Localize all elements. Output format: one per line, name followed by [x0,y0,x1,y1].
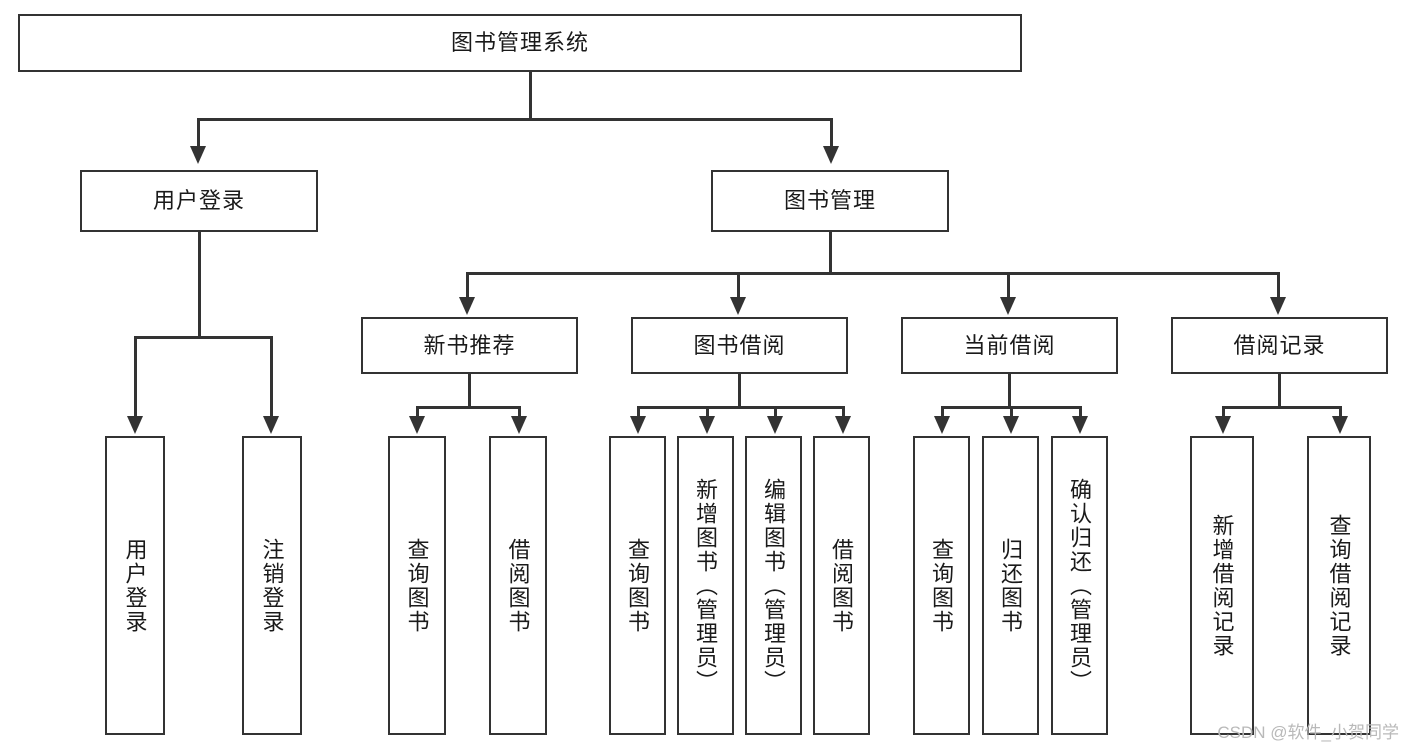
connector-br-to-leaf-2 [1339,406,1342,418]
node-leaf-user-login-label: 用户登录 [122,537,148,634]
connector-user-login-to-leaf-2 [270,336,273,418]
node-leaf-logout[interactable]: 注销登录 [242,436,302,735]
node-leaf-user-login[interactable]: 用户登录 [105,436,165,735]
arrow-cb-to-leaf-3 [1072,416,1088,434]
arrow-bb-to-leaf-1 [630,416,646,434]
connector-user-login-stem [198,232,201,338]
connector-current-borrow-stem [1008,374,1011,408]
connector-book-borrow-stem [738,374,741,408]
node-leaf-query-book-2[interactable]: 查询图书 [609,436,666,735]
arrow-bm-to-borrow-record [1270,297,1286,315]
connector-bm-to-borrow-record [1277,272,1280,300]
node-leaf-query-book-2-label: 查询图书 [625,537,651,634]
node-leaf-return-book-label: 归还图书 [998,537,1024,634]
connector-new-book-to-leaf-1 [416,406,419,418]
node-leaf-add-book[interactable]: 新增图书（管理员） [677,436,734,735]
connector-bb-to-leaf-1 [637,406,640,418]
node-leaf-add-record-label: 新增借阅记录 [1209,513,1235,658]
node-new-book-recommend[interactable]: 新书推荐 [361,317,578,374]
arrow-user-login-to-leaf-1 [127,416,143,434]
connector-new-book-to-leaf-2 [518,406,521,418]
node-leaf-borrow-book-2[interactable]: 借阅图书 [813,436,870,735]
connector-new-book-stem [468,374,471,408]
connector-root-stem [529,72,532,120]
arrow-cb-to-leaf-2 [1003,416,1019,434]
node-borrow-record[interactable]: 借阅记录 [1171,317,1388,374]
node-new-book-recommend-label: 新书推荐 [423,332,516,358]
connector-bm-to-new-book [466,272,469,300]
arrow-cb-to-leaf-1 [934,416,950,434]
connector-br-to-leaf-1 [1222,406,1225,418]
node-leaf-borrow-book-2-label: 借阅图书 [829,537,855,634]
node-leaf-query-book-3-label: 查询图书 [929,537,955,634]
connector-book-management-bus [466,272,1279,275]
connector-cb-to-leaf-2 [1010,406,1013,418]
node-leaf-confirm-return-label: 确认归还（管理员） [1067,477,1093,694]
arrow-root-to-user-login [190,146,206,164]
node-leaf-query-record-label: 查询借阅记录 [1326,513,1352,658]
connector-borrow-record-stem [1278,374,1281,408]
node-leaf-edit-book-label: 编辑图书（管理员） [761,477,787,694]
connector-borrow-record-bus [1222,406,1342,409]
connector-bm-to-current-borrow [1007,272,1010,300]
arrow-user-login-to-leaf-2 [263,416,279,434]
arrow-bm-to-new-book [459,297,475,315]
connector-cb-to-leaf-3 [1079,406,1082,418]
node-leaf-logout-label: 注销登录 [259,537,285,634]
connector-bb-to-leaf-2 [706,406,709,418]
node-leaf-query-book-3[interactable]: 查询图书 [913,436,970,735]
arrow-br-to-leaf-1 [1215,416,1231,434]
connector-bb-to-leaf-3 [774,406,777,418]
node-leaf-add-record[interactable]: 新增借阅记录 [1190,436,1254,735]
node-leaf-return-book[interactable]: 归还图书 [982,436,1039,735]
arrow-new-book-to-leaf-1 [409,416,425,434]
node-leaf-add-book-label: 新增图书（管理员） [693,477,719,694]
connector-root-to-user-login [197,118,200,148]
connector-book-management-stem [829,232,832,274]
node-leaf-confirm-return[interactable]: 确认归还（管理员） [1051,436,1108,735]
arrow-root-to-book-management [823,146,839,164]
connector-user-login-to-leaf-1 [134,336,137,418]
connector-root-bus [197,118,833,121]
node-book-management[interactable]: 图书管理 [711,170,949,232]
connector-bb-to-leaf-4 [842,406,845,418]
arrow-bb-to-leaf-3 [767,416,783,434]
arrow-bm-to-book-borrow [730,297,746,315]
node-book-borrow[interactable]: 图书借阅 [631,317,848,374]
arrow-bb-to-leaf-4 [835,416,851,434]
watermark: CSDN @软件_小贺同学 [1217,723,1399,742]
node-leaf-query-record[interactable]: 查询借阅记录 [1307,436,1371,735]
arrow-new-book-to-leaf-2 [511,416,527,434]
node-user-login-label: 用户登录 [152,188,245,214]
node-current-borrow[interactable]: 当前借阅 [901,317,1118,374]
node-book-borrow-label: 图书借阅 [693,332,786,358]
node-leaf-borrow-book-1[interactable]: 借阅图书 [489,436,547,735]
connector-user-login-bus [134,336,273,339]
node-book-management-label: 图书管理 [783,188,876,214]
node-user-login[interactable]: 用户登录 [80,170,318,232]
node-leaf-query-book-1[interactable]: 查询图书 [388,436,446,735]
node-leaf-edit-book[interactable]: 编辑图书（管理员） [745,436,802,735]
connector-root-to-book-management [830,118,833,148]
node-root-label: 图书管理系统 [450,30,589,56]
node-leaf-borrow-book-1-label: 借阅图书 [505,537,531,634]
arrow-bb-to-leaf-2 [699,416,715,434]
node-leaf-query-book-1-label: 查询图书 [404,537,430,634]
node-borrow-record-label: 借阅记录 [1233,332,1326,358]
connector-book-borrow-bus [637,406,845,409]
node-current-borrow-label: 当前借阅 [963,332,1056,358]
arrow-br-to-leaf-2 [1332,416,1348,434]
node-root[interactable]: 图书管理系统 [18,14,1022,72]
connector-bm-to-book-borrow [737,272,740,300]
arrow-bm-to-current-borrow [1000,297,1016,315]
connector-cb-to-leaf-1 [941,406,944,418]
connector-new-book-bus [416,406,521,409]
